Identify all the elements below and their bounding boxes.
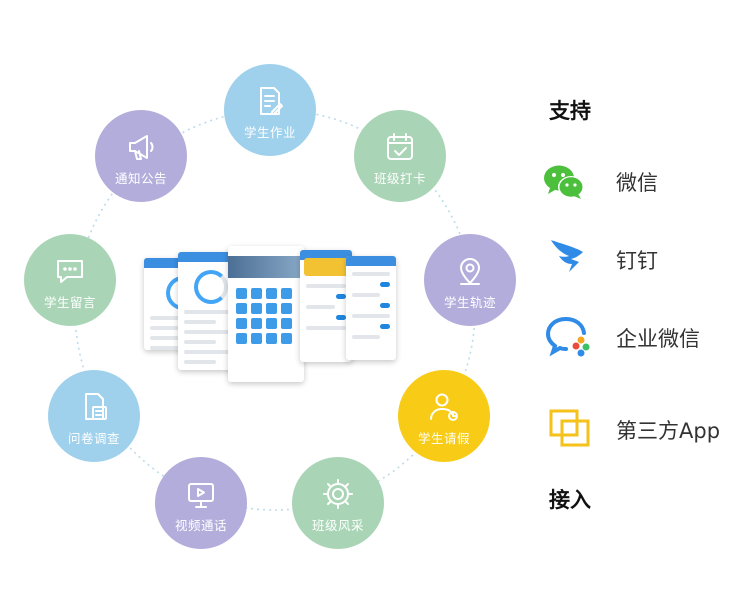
screen-grid xyxy=(228,246,304,382)
feature-label-survey: 问卷调查 xyxy=(67,430,120,446)
third-party-app-icon[interactable] xyxy=(546,404,594,452)
dingtalk-icon[interactable] xyxy=(545,234,593,282)
megaphone-icon xyxy=(129,134,154,160)
survey-form-icon xyxy=(85,392,107,420)
screen-settings xyxy=(346,256,396,360)
feature-node-leave[interactable]: 学生请假 xyxy=(398,370,490,462)
platform-label-third-party-app: 第三方App xyxy=(616,419,721,443)
feature-node-track[interactable]: 学生轨迹 xyxy=(424,234,516,326)
screen-honor xyxy=(300,250,352,362)
feature-node-style[interactable]: 班级风采 xyxy=(292,457,384,549)
app-screens-preview xyxy=(140,240,400,382)
feature-label-checkin: 班级打卡 xyxy=(373,170,426,186)
wecom-icon[interactable] xyxy=(544,313,592,361)
feature-node-checkin[interactable]: 班级打卡 xyxy=(354,110,446,202)
feature-label-notice: 通知公告 xyxy=(114,170,167,186)
feature-label-video: 视频通话 xyxy=(174,517,227,533)
access-heading: 接入 xyxy=(549,488,591,512)
feature-label-homework: 学生作业 xyxy=(243,124,296,140)
calendar-check-icon xyxy=(387,132,413,160)
platform-label-wecom: 企业微信 xyxy=(616,327,700,351)
platform-label-dingtalk: 钉钉 xyxy=(616,249,658,273)
feature-node-survey[interactable]: 问卷调查 xyxy=(48,370,140,462)
chat-bubble-icon xyxy=(57,259,83,283)
wechat-icon[interactable] xyxy=(540,158,588,206)
support-heading: 支持 xyxy=(549,99,591,123)
feature-node-homework[interactable]: 学生作业 xyxy=(224,64,316,156)
video-screen-icon xyxy=(188,482,214,508)
screen-list xyxy=(178,252,236,370)
feature-node-message[interactable]: 学生留言 xyxy=(24,234,116,326)
gear-icon xyxy=(323,478,353,509)
feature-label-style: 班级风采 xyxy=(311,517,364,533)
feature-node-notice[interactable]: 通知公告 xyxy=(95,110,187,202)
platform-label-wechat: 微信 xyxy=(616,171,658,195)
feature-node-video[interactable]: 视频通话 xyxy=(155,457,247,549)
feature-label-message: 学生留言 xyxy=(43,294,96,310)
user-leave-icon xyxy=(430,393,458,421)
document-edit-icon xyxy=(260,86,283,115)
location-pin-icon xyxy=(460,257,480,285)
feature-label-leave: 学生请假 xyxy=(417,430,470,446)
feature-label-track: 学生轨迹 xyxy=(443,294,496,310)
